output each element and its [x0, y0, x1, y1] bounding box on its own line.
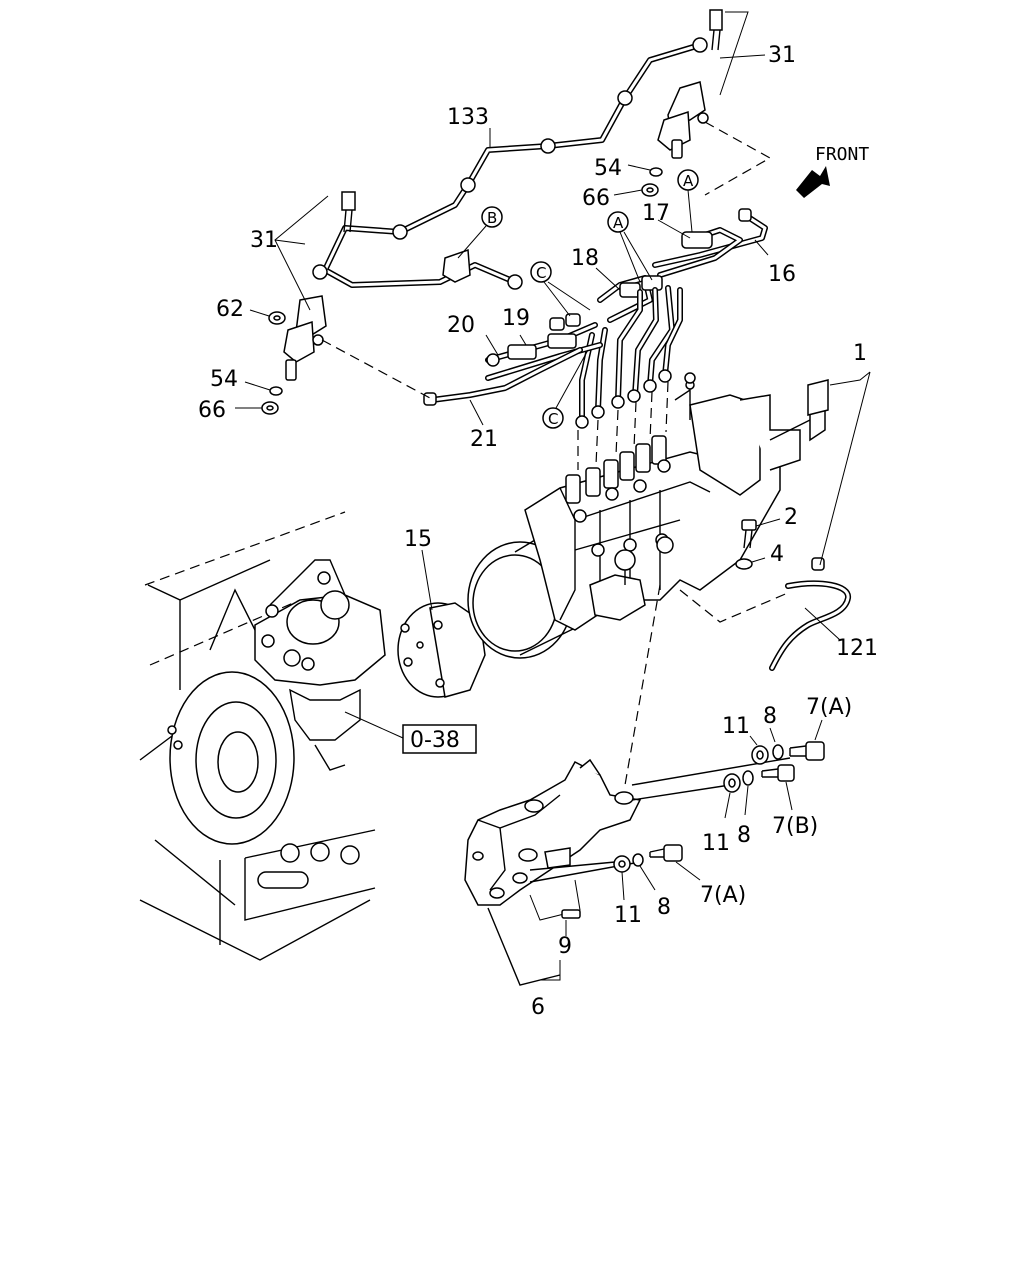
reference-a-mid [607, 211, 653, 283]
injector-left [274, 191, 356, 381]
part-labels: 31 133 54 66 17 16 31 18 62 20 19 1 54 6… [198, 43, 878, 1020]
label-62: 62 [216, 297, 244, 322]
label-16: 16 [768, 262, 796, 287]
label-11-bottom: 11 [614, 903, 642, 928]
pipe-121 [679, 557, 851, 671]
circled-b: B [487, 209, 497, 227]
label-31-right: 31 [768, 43, 796, 68]
label-66-right: 66 [582, 186, 610, 211]
reference-box-0-38 [344, 711, 477, 754]
seal-54-left [244, 381, 283, 396]
injection-pump [467, 379, 829, 659]
injector-right [657, 9, 766, 159]
label-121: 121 [836, 636, 878, 661]
leader-15 [421, 549, 433, 611]
coupling-disc [397, 602, 486, 698]
label-2: 2 [784, 505, 798, 530]
label-17: 17 [642, 201, 670, 226]
label-8-mid: 8 [737, 823, 751, 848]
label-8-top: 8 [763, 704, 777, 729]
label-1: 1 [853, 341, 867, 366]
label-6: 6 [531, 995, 545, 1020]
bolt-7a-bottom [613, 844, 701, 901]
label-54-left: 54 [210, 367, 238, 392]
label-15: 15 [404, 527, 432, 552]
bolt-7a-top [749, 719, 825, 765]
washer-66-left [235, 401, 279, 415]
part-1-bracket [819, 371, 871, 566]
circled-a-top: A [683, 172, 694, 190]
circled-c-top: C [536, 264, 546, 282]
label-21: 21 [470, 427, 498, 452]
label-31-left: 31 [250, 228, 278, 253]
circled-c-bottom: C [548, 410, 558, 428]
pipe-133 [312, 37, 708, 290]
label-4: 4 [770, 542, 784, 567]
label-11-mid: 11 [702, 831, 730, 856]
reference-c-top [530, 261, 591, 317]
support-bracket [464, 584, 791, 986]
reference-c-bottom [542, 349, 589, 429]
label-54-right: 54 [594, 156, 622, 181]
label-0-38: 0-38 [410, 728, 460, 753]
label-7a-top: 7(A) [806, 695, 852, 720]
circled-a-mid: A [613, 214, 624, 232]
washer-66-right [613, 183, 659, 197]
bolt-2 [741, 518, 781, 549]
label-18: 18 [571, 246, 599, 271]
label-20: 20 [447, 313, 475, 338]
engine-block [139, 511, 386, 961]
washer-62 [249, 309, 286, 325]
label-7b: 7(B) [772, 814, 818, 839]
front-arrow-icon [796, 166, 830, 198]
reference-a-top [677, 169, 699, 233]
front-label: FRONT [815, 144, 869, 165]
reference-b [457, 206, 503, 259]
label-11-top: 11 [722, 714, 750, 739]
label-9: 9 [558, 934, 572, 959]
bolt-7b [723, 764, 795, 819]
label-7a-bottom: 7(A) [700, 883, 746, 908]
label-19: 19 [502, 306, 530, 331]
stud-9 [561, 909, 581, 936]
label-133: 133 [447, 105, 489, 130]
label-8-bottom: 8 [657, 895, 671, 920]
injection-pipes [321, 121, 772, 470]
label-66-left: 66 [198, 398, 226, 423]
seal-54-right [627, 164, 663, 177]
washer-4 [735, 557, 766, 570]
